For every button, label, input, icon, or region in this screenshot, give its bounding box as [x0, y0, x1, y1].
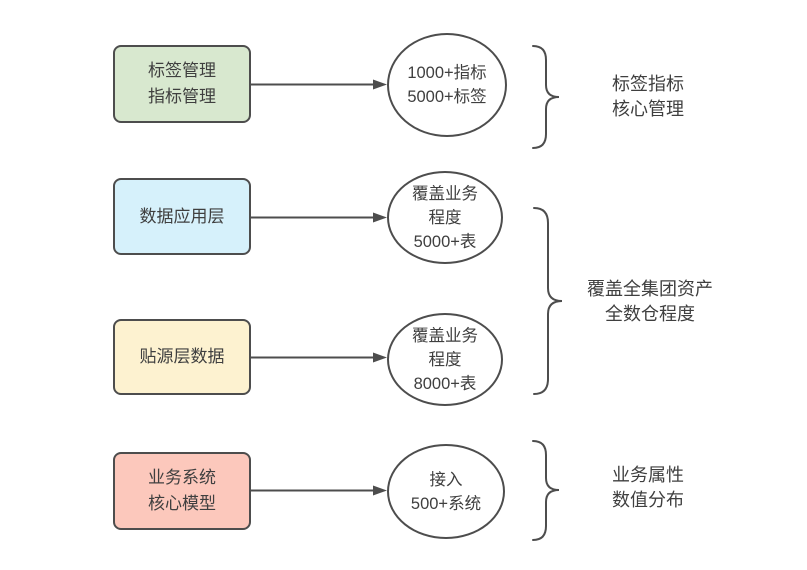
annotation-business-attribute-distribution: 业务属性 数值分布	[568, 463, 728, 513]
annotation-text-line: 数值分布	[612, 490, 684, 510]
stat-ellipse-coverage-5000-tables: 覆盖业务 程度 5000+表	[387, 171, 503, 264]
arrow-right-icon	[251, 485, 387, 496]
box-text-line: 业务系统	[148, 468, 216, 487]
ellipse-text-line: 覆盖业务	[412, 326, 478, 345]
box-business-system-core-model: 业务系统 核心模型	[113, 452, 251, 530]
annotation-text-line: 核心管理	[612, 99, 684, 119]
ellipse-text-line: 覆盖业务	[412, 184, 478, 203]
stat-ellipse-systems-count: 接入 500+系统	[387, 444, 505, 539]
arrow-right-icon	[251, 212, 387, 223]
box-tag-metric-management: 标签管理 指标管理	[113, 45, 251, 123]
box-source-layer-data: 贴源层数据	[113, 319, 251, 395]
annotation-text-line: 标签指标	[612, 74, 684, 94]
ellipse-text-line: 8000+表	[413, 374, 477, 393]
annotation-group-asset-coverage: 覆盖全集团资产 全数仓程度	[570, 277, 730, 327]
box-text-line: 数据应用层	[139, 206, 225, 226]
box-data-application-layer: 数据应用层	[113, 178, 251, 255]
annotation-text-line: 全数仓程度	[605, 304, 695, 324]
ellipse-text-line: 程度	[428, 208, 462, 227]
ellipse-text-line: 1000+指标	[407, 64, 487, 82]
ellipse-text-line: 5000+标签	[407, 88, 487, 106]
box-text-line: 贴源层数据	[139, 347, 225, 366]
box-text-line: 核心模型	[148, 494, 216, 513]
curly-brace-icon	[533, 207, 563, 395]
arrow-right-icon	[251, 352, 387, 363]
ellipse-text-line: 接入	[429, 470, 463, 489]
stat-ellipse-metrics-tags: 1000+指标 5000+标签	[387, 33, 507, 137]
curly-brace-icon	[532, 45, 560, 149]
box-text-line: 指标管理	[148, 87, 216, 106]
annotation-text-line: 业务属性	[612, 465, 684, 485]
annotation-tag-metric-core-management: 标签指标 核心管理	[568, 72, 728, 122]
arrow-right-icon	[251, 79, 387, 90]
ellipse-text-line: 5000+表	[413, 232, 477, 251]
ellipse-text-line: 500+系统	[410, 494, 482, 513]
box-text-line: 标签管理	[148, 61, 216, 80]
annotation-text-line: 覆盖全集团资产	[587, 279, 713, 299]
curly-brace-icon	[532, 440, 560, 541]
stat-ellipse-coverage-8000-tables: 覆盖业务 程度 8000+表	[387, 313, 503, 406]
ellipse-text-line: 程度	[428, 350, 462, 369]
